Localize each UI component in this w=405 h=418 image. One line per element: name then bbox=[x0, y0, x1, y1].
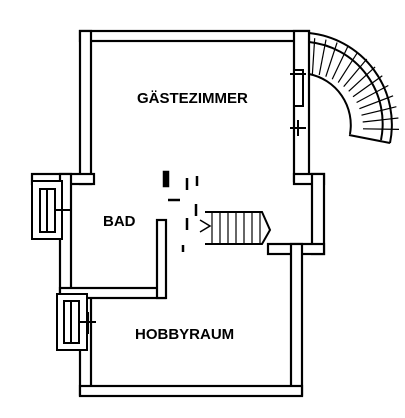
wall-bath-right bbox=[155, 218, 168, 300]
spiral-treads bbox=[311, 38, 400, 130]
room-label-bath: BAD bbox=[103, 213, 136, 230]
spiral-staircase bbox=[308, 32, 400, 144]
spiral-tread bbox=[343, 58, 368, 87]
stair-arrow-icon bbox=[199, 219, 212, 233]
wall-corridor-right bbox=[310, 172, 326, 256]
spiral-tread bbox=[362, 117, 399, 123]
windows bbox=[31, 69, 306, 351]
wall-top bbox=[78, 29, 311, 43]
spiral-inner-arc bbox=[308, 73, 352, 135]
spiral-tread bbox=[356, 84, 389, 104]
stair-outline bbox=[205, 211, 272, 245]
stair-treads bbox=[211, 212, 261, 244]
spiral-tread bbox=[337, 51, 359, 83]
spiral-tread bbox=[318, 39, 327, 76]
wall-hobby-right bbox=[289, 242, 304, 397]
door-marks bbox=[162, 170, 199, 252]
spiral-tread bbox=[352, 75, 383, 98]
room-label-guest: GÄSTEZIMMER bbox=[137, 90, 248, 107]
wall-guest-left bbox=[78, 29, 93, 186]
spiral-tread bbox=[325, 42, 338, 77]
spiral-outer-arc bbox=[308, 32, 393, 144]
wall-bottom bbox=[78, 384, 304, 398]
spiral-tread bbox=[359, 95, 394, 110]
room-label-hobby: HOBBYRAUM bbox=[135, 326, 234, 343]
straight-staircase bbox=[199, 211, 272, 245]
spiral-tread bbox=[348, 66, 376, 92]
spiral-tread bbox=[361, 106, 397, 116]
guest-window bbox=[293, 69, 304, 107]
spiral-tread bbox=[311, 38, 316, 75]
spiral-tread bbox=[331, 46, 349, 80]
door-jamb bbox=[162, 170, 170, 188]
spiral-tread bbox=[362, 128, 400, 130]
